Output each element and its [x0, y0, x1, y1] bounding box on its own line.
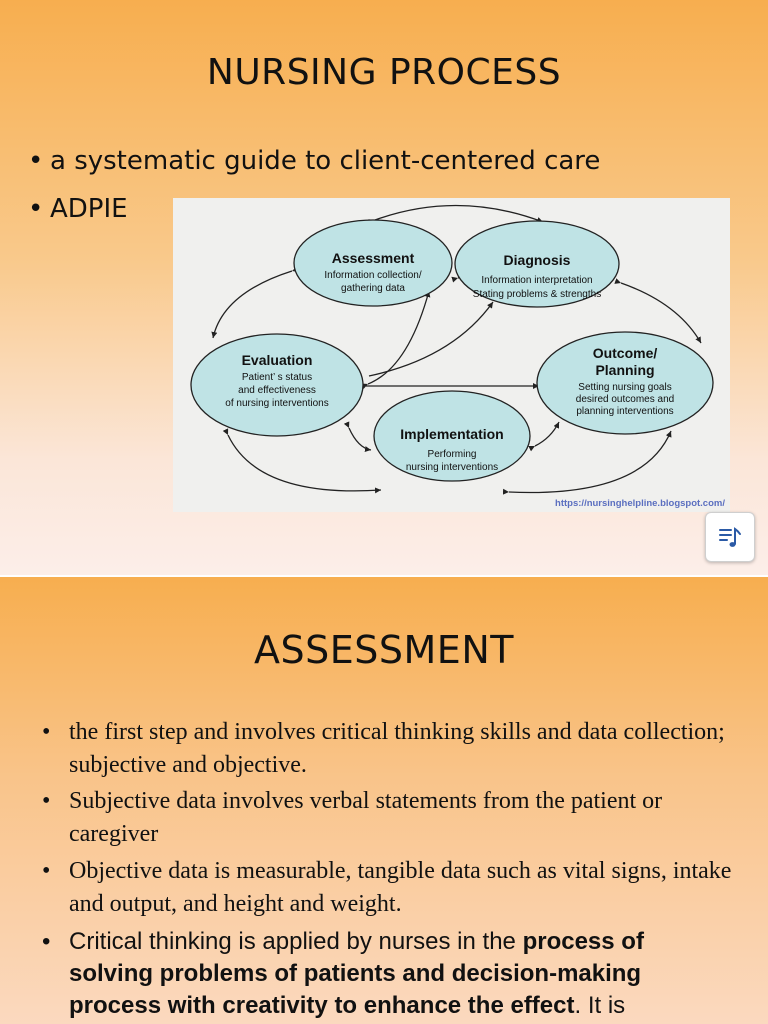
bullet-text: a systematic guide to client-centered ca…	[50, 146, 601, 176]
node-assessment: Assessment Information collection/ gathe…	[293, 219, 453, 307]
bullet-item: • Subjective data involves verbal statem…	[42, 785, 732, 851]
slide-title: ASSESSMENT	[254, 628, 514, 672]
slide-separator	[0, 575, 768, 577]
bullet-item: •ADPIE	[28, 194, 128, 224]
node-line: Stating problems & strengths	[473, 289, 601, 300]
node-title: Assessment	[332, 250, 415, 266]
bullet-item: • the first step and involves critical t…	[42, 716, 732, 782]
bullet-text-bold: process of solving problems of patients …	[69, 928, 644, 1019]
slide-assessment: ASSESSMENT • the first step and involves…	[0, 577, 768, 1024]
bullet-text-post: . It is	[574, 992, 626, 1019]
arrow-assessment-diagnosis	[368, 204, 544, 225]
bullet-text: Subjective data involves verbal statemen…	[69, 788, 663, 847]
bullet-text-pre: Critical thinking is applied by nurses i…	[69, 928, 523, 955]
node-title: Planning	[595, 362, 654, 378]
arrow-evaluation-diagnosis	[368, 301, 494, 377]
bullet-text: the first step and involves critical thi…	[69, 719, 725, 778]
music-playlist-button[interactable]	[705, 512, 755, 562]
music-playlist-icon	[719, 527, 741, 547]
arrow-evaluation-implementation-outer	[222, 428, 382, 494]
bullet-dot: •	[28, 146, 44, 176]
cycle-diagram-svg: Assessment Information collection/ gathe…	[190, 204, 725, 509]
node-line: nursing interventions	[406, 462, 498, 473]
node-line: desired outcomes and	[576, 394, 674, 405]
node-diagnosis: Diagnosis Information interpretation Sta…	[454, 220, 620, 308]
node-outcome-planning: Outcome/ Planning Setting nursing goals …	[536, 331, 714, 435]
arrow-evaluation-implementation	[343, 421, 372, 453]
slide-nursing-process: NURSING PROCESS •a systematic guide to c…	[0, 0, 768, 575]
bullet-text-rich: Critical thinking is applied by nurses i…	[42, 926, 732, 1022]
bullet-item: • Critical thinking is applied by nurses…	[42, 926, 732, 1022]
nursing-process-diagram: Assessment Information collection/ gathe…	[173, 198, 730, 512]
bullet-dot: •	[42, 788, 51, 814]
arrow-assessment-evaluation	[211, 266, 299, 339]
arrow-diagnosis-outcome	[614, 278, 702, 344]
node-title: Implementation	[400, 426, 503, 442]
arrow-implementation-outcome	[528, 421, 560, 452]
node-line: Information collection/	[324, 270, 421, 281]
bullet-dot: •	[28, 194, 44, 224]
bullet-dot: •	[42, 858, 51, 884]
node-line: Performing	[428, 449, 477, 460]
node-title: Diagnosis	[504, 252, 571, 268]
node-line: of nursing interventions	[225, 398, 328, 409]
arrow-evaluation-assessment	[361, 290, 431, 390]
node-line: Information interpretation	[481, 275, 592, 286]
bullet-text: ADPIE	[50, 194, 128, 224]
bullet-text: Objective data is measurable, tangible d…	[69, 858, 732, 917]
node-line: planning interventions	[576, 406, 673, 417]
bullet-item: •a systematic guide to client-centered c…	[28, 146, 600, 176]
node-title: Evaluation	[242, 352, 313, 368]
node-evaluation: Evaluation Patient’ s status and effecti…	[190, 333, 364, 437]
bullet-dot: •	[42, 928, 51, 955]
arrow-implementation-outcome-outer	[502, 430, 672, 495]
bullet-item: • Objective data is measurable, tangible…	[42, 855, 732, 921]
node-line: Setting nursing goals	[578, 382, 671, 393]
node-title: Outcome/	[593, 345, 658, 361]
node-line: gathering data	[341, 283, 405, 294]
node-line: Patient’ s status	[242, 372, 312, 383]
source-watermark: https://nursinghelpline.blogspot.com/	[555, 498, 725, 509]
slide-title: NURSING PROCESS	[206, 52, 562, 93]
node-implementation: Implementation Performing nursing interv…	[373, 390, 531, 482]
bullet-dot: •	[42, 719, 51, 745]
node-line: and effectiveness	[238, 385, 316, 396]
